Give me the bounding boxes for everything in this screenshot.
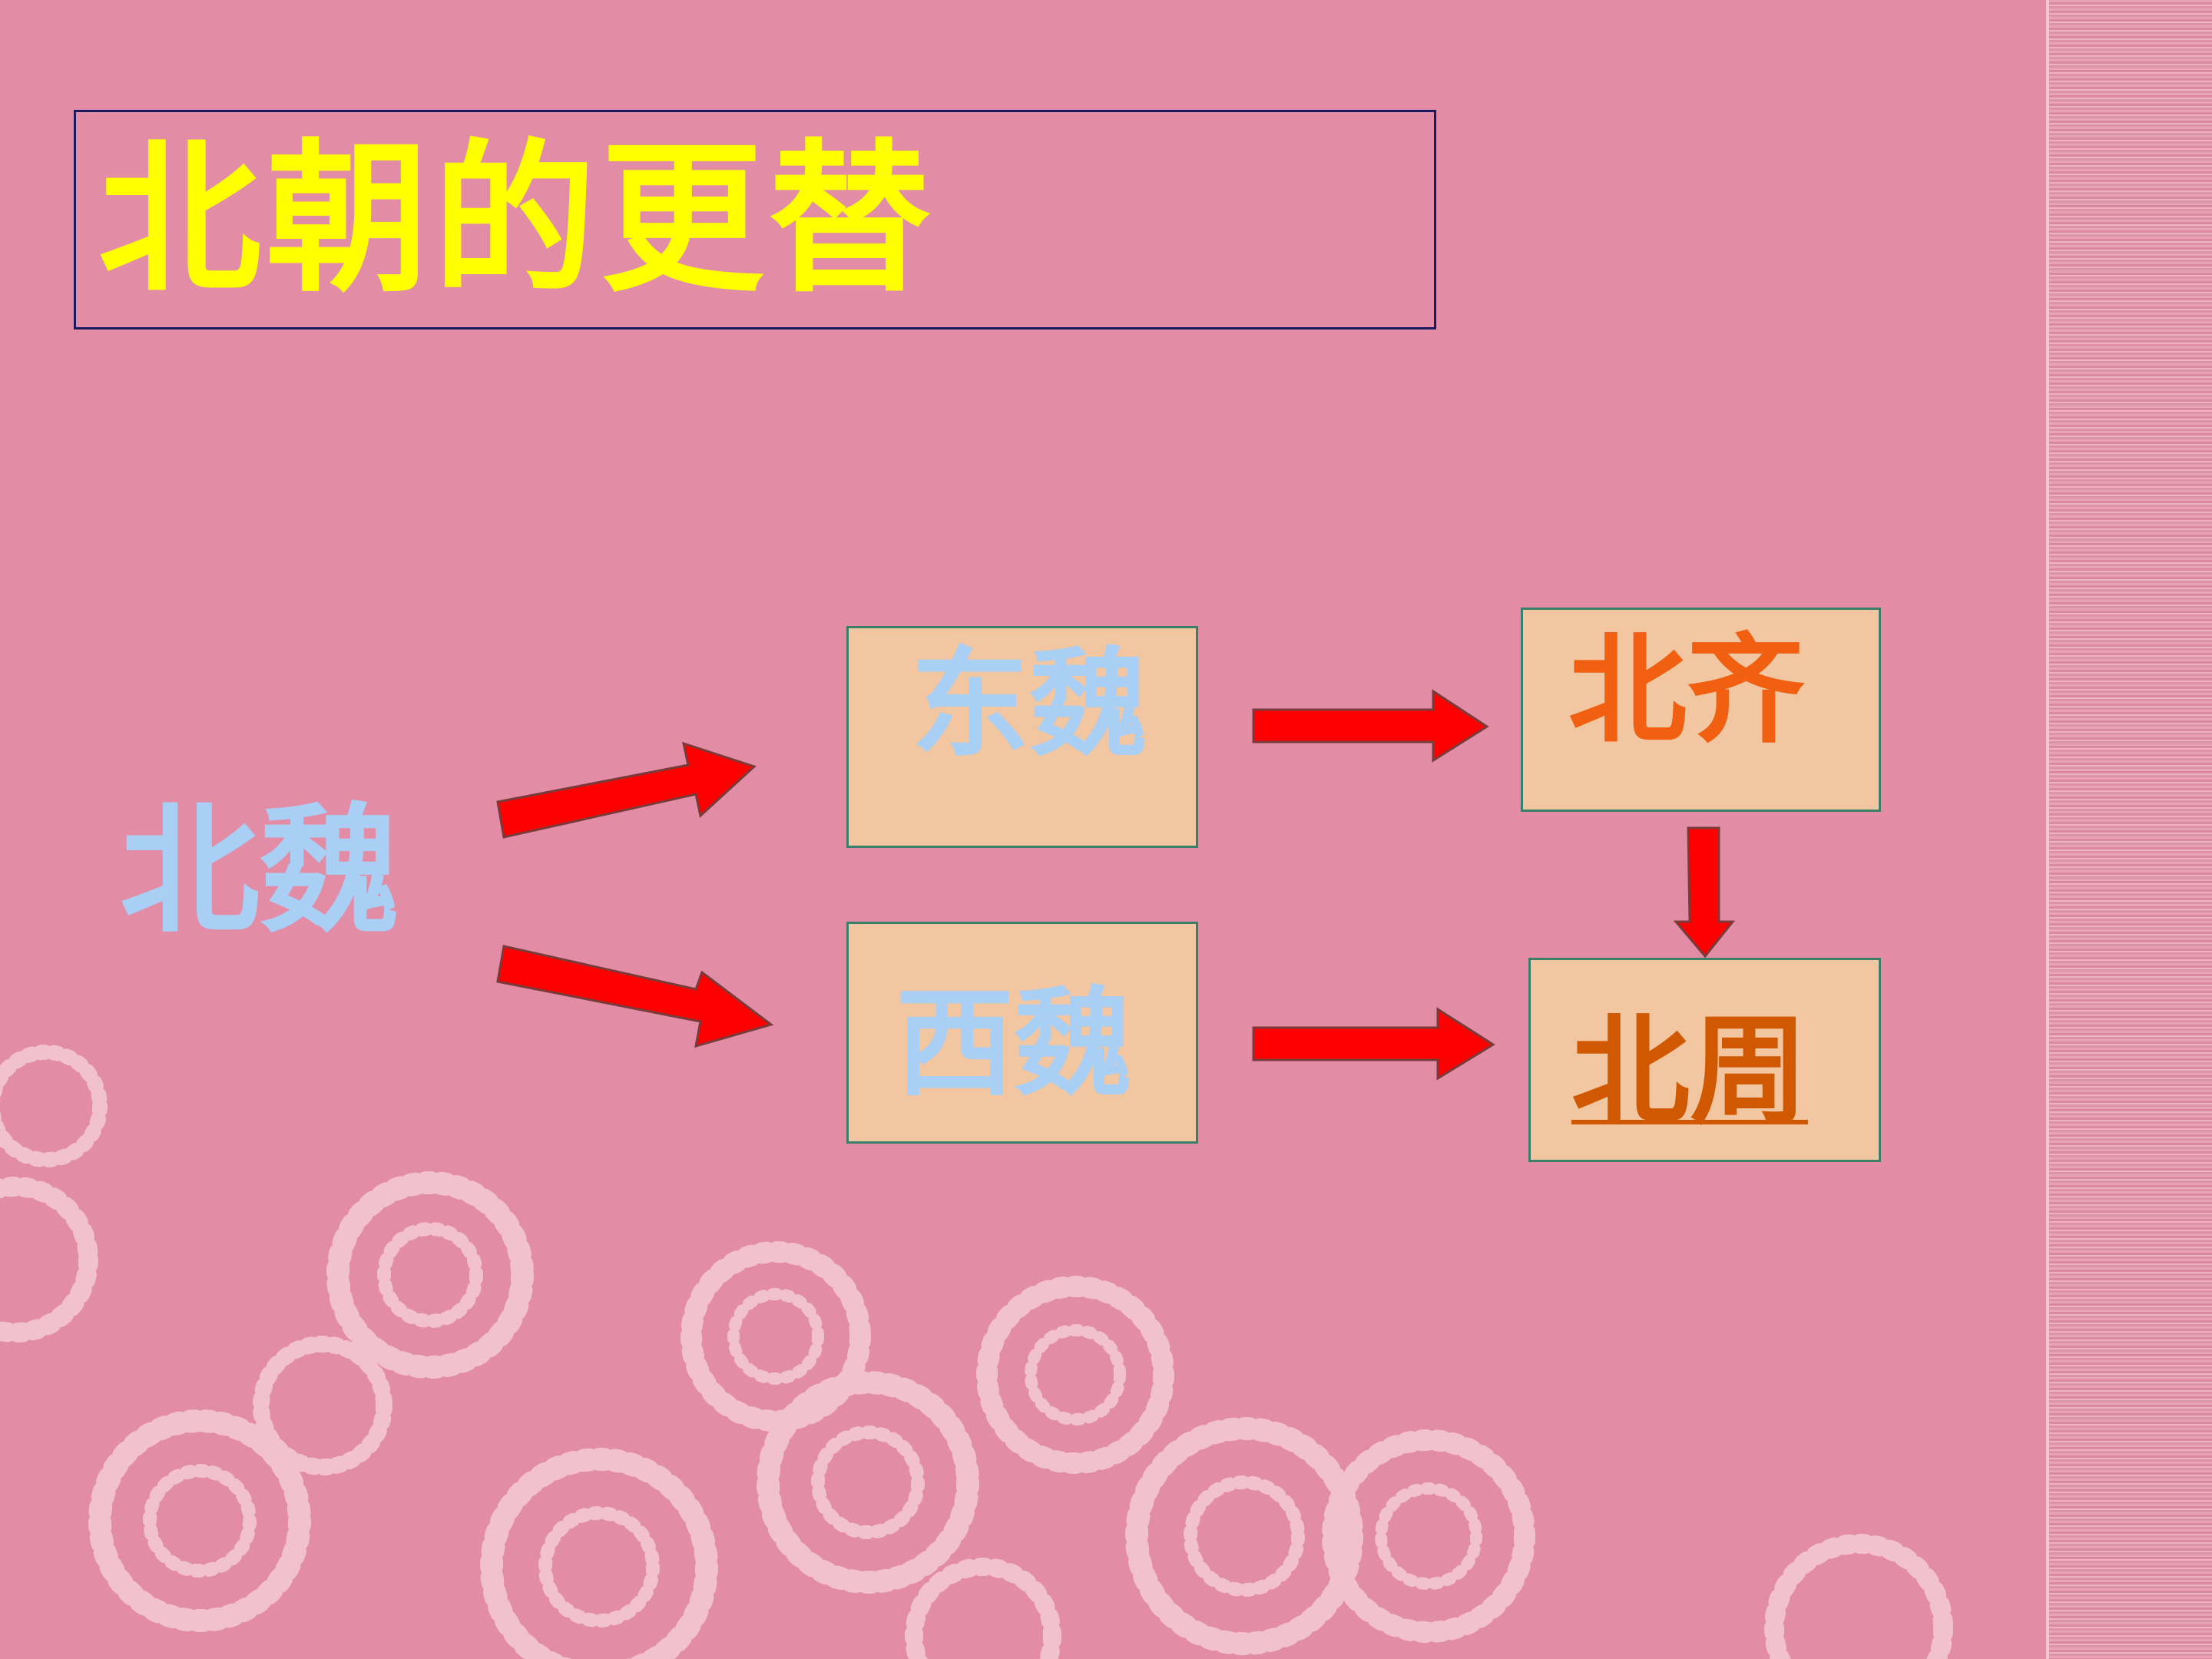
arrow-bei-wei-to-xi-wei — [496, 945, 774, 1048]
node-box-xi-wei — [846, 922, 1198, 1144]
node-bei-qi: 北齐 — [1568, 621, 1806, 760]
node-box-dong-wei — [846, 626, 1198, 848]
stripe-divider — [2046, 0, 2051, 1659]
arrow-bei-qi-to-bei-zhou — [1673, 826, 1736, 959]
node-bei-wei: 北魏 — [120, 788, 399, 952]
page-title: 北朝的更替 — [98, 123, 935, 314]
striped-side-panel — [2049, 0, 2212, 1659]
node-dong-wei: 东魏 — [911, 634, 1148, 773]
background-decoration — [0, 1045, 1953, 1659]
arrow-xi-wei-to-bei-zhou — [1252, 1007, 1495, 1081]
node-box-bei-qi — [1521, 608, 1881, 812]
arrow-dong-wei-to-bei-qi — [1252, 689, 1489, 763]
title-box — [74, 110, 1436, 329]
node-box-bei-zhou — [1528, 958, 1881, 1162]
node-xi-wei: 西魏 — [896, 974, 1133, 1113]
arrow-bei-wei-to-dong-wei — [496, 741, 757, 839]
node-bei-zhou: 北周 — [1571, 1002, 1809, 1141]
